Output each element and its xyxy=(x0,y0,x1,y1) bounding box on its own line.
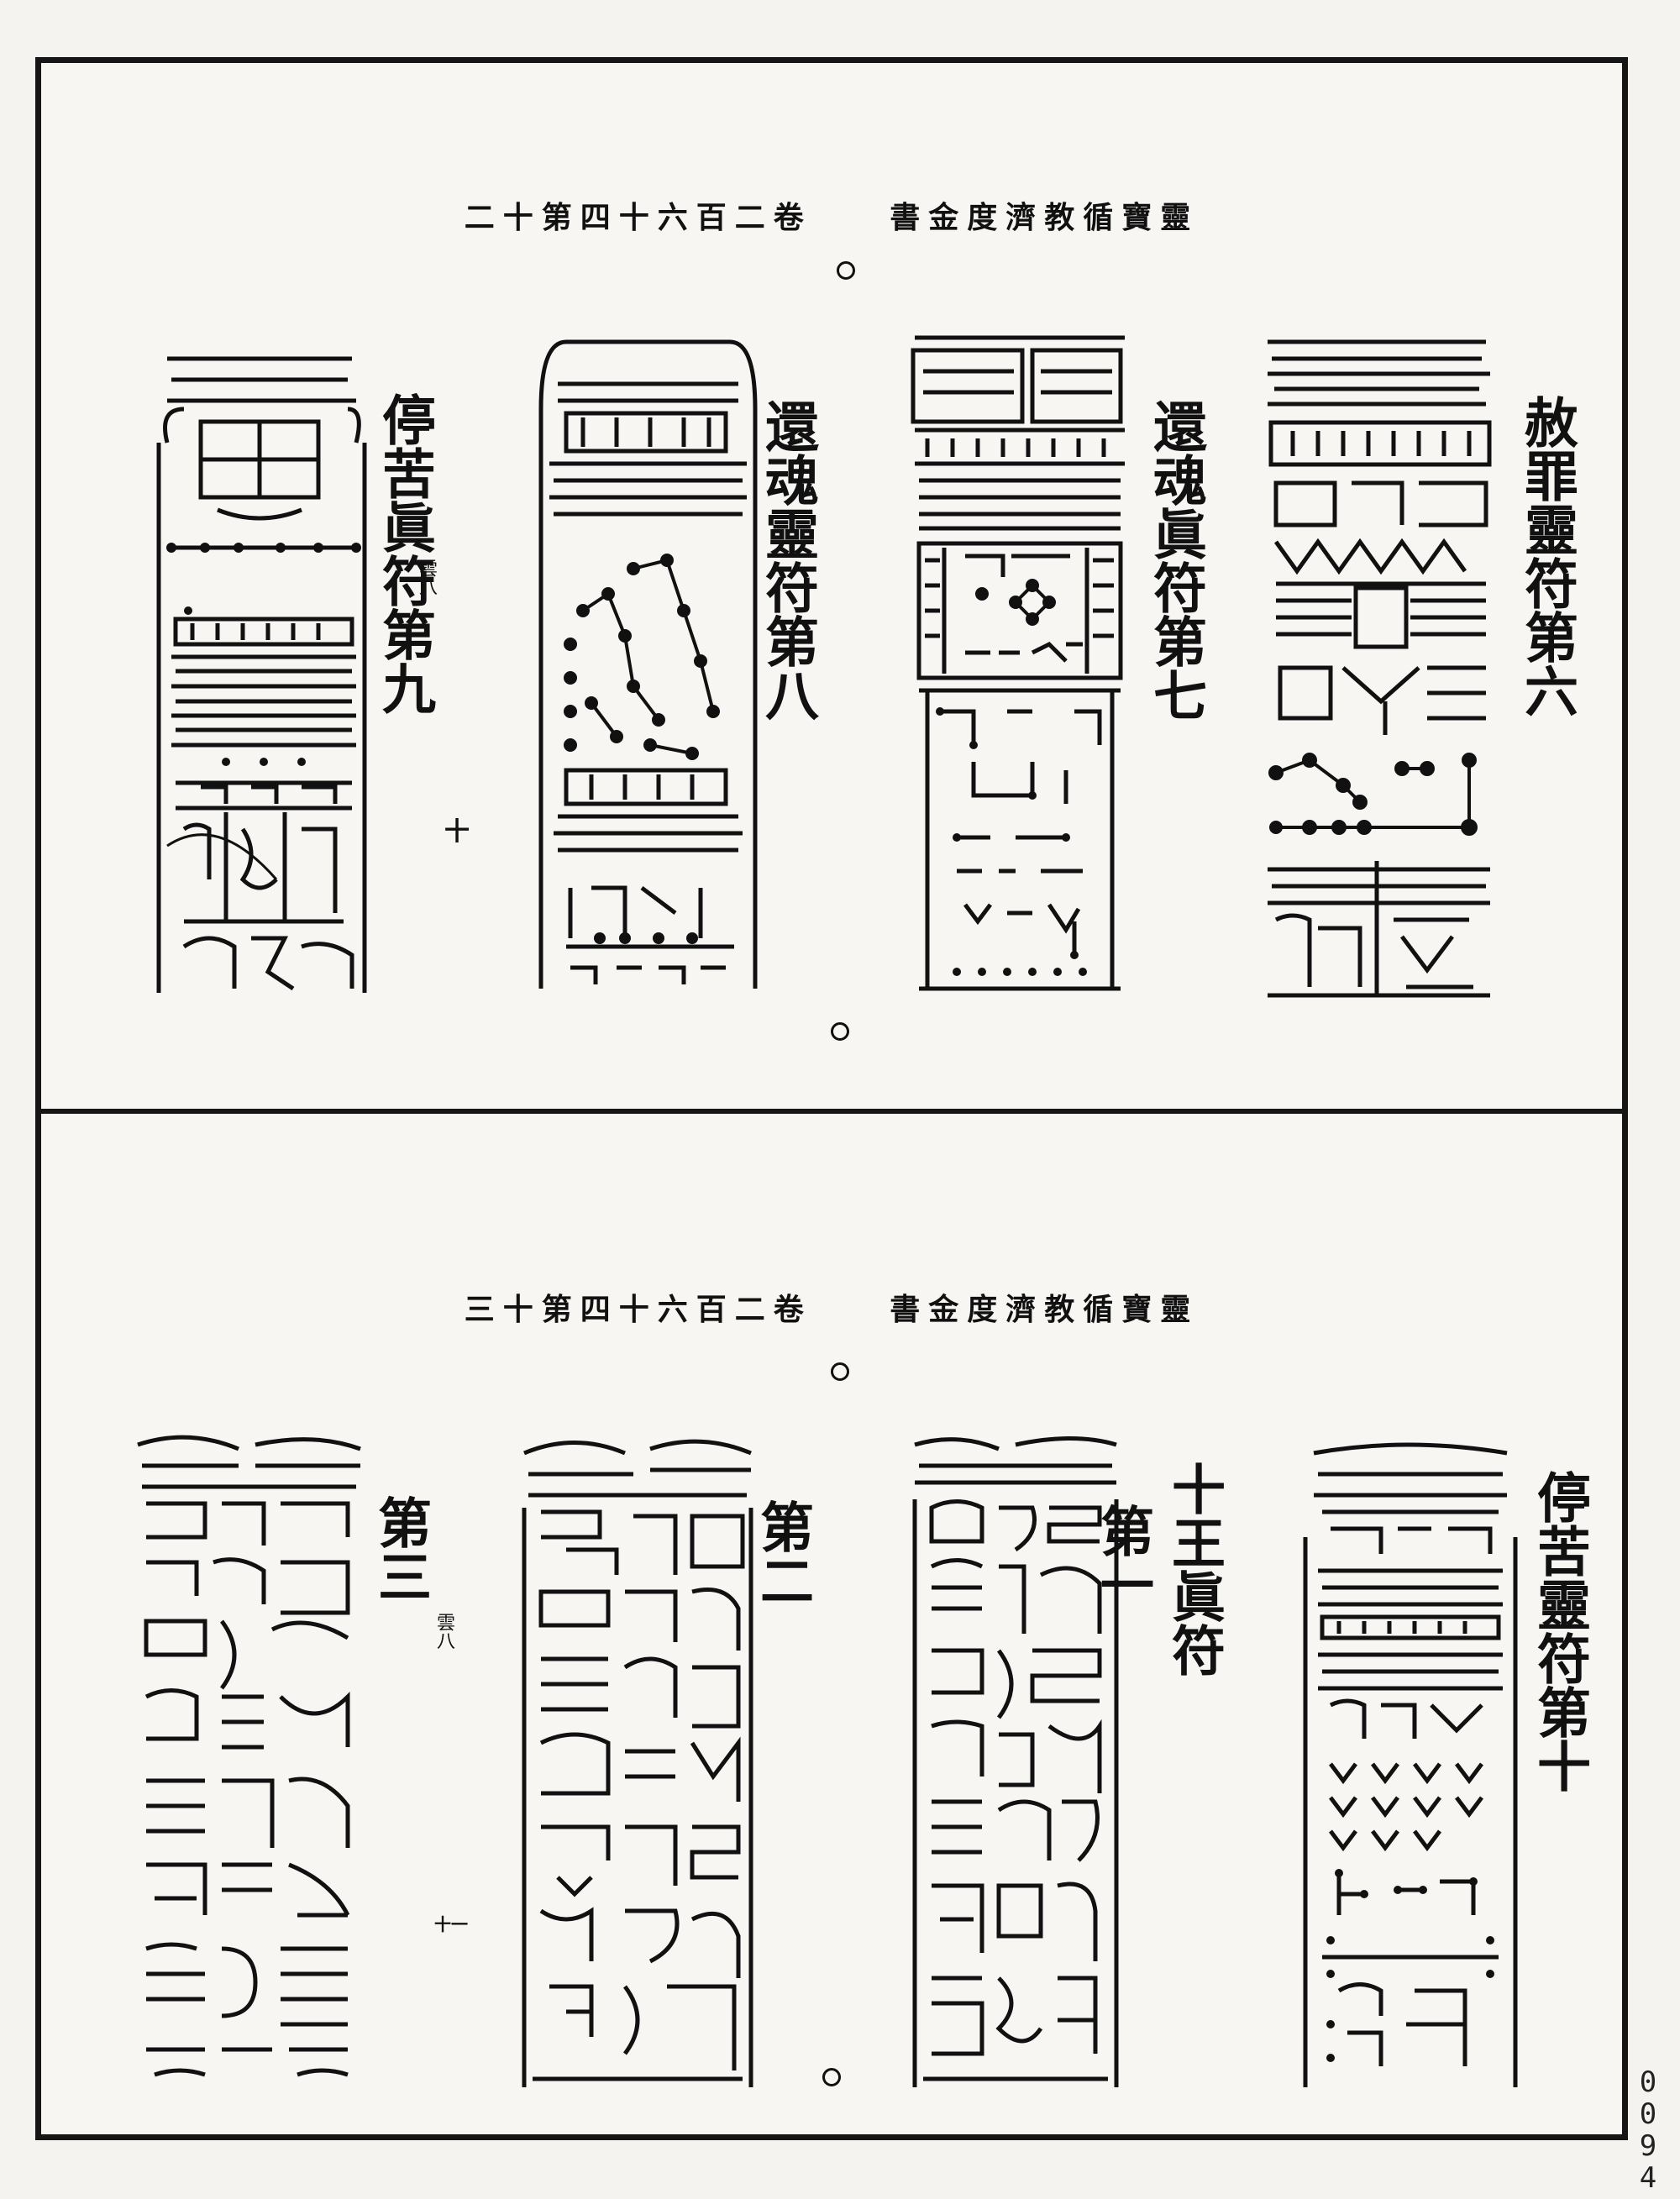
talisman-7-figure xyxy=(911,335,1125,991)
title-talisman-6: 赦罪靈符第六 xyxy=(1515,395,1578,717)
margin-digit: 0 xyxy=(1639,2065,1657,2099)
bottom-binding-hole-lower xyxy=(822,2068,841,2086)
top-page-header: 二十第四十六百二卷 書金度濟教循寶靈 xyxy=(41,193,1622,237)
title-talisman-10: 停苦靈符第十 xyxy=(1528,1470,1591,1792)
top-binding-hole-upper xyxy=(837,261,855,280)
page-divider xyxy=(41,1109,1622,1114)
top-page: 二十第四十六百二卷 書金度濟教循寶靈 赦罪靈符第六 還魂眞符第七 還魂靈符第八 … xyxy=(41,63,1622,1109)
ten-kings-talisman-3-figure xyxy=(137,1435,361,2077)
talisman-9-figure xyxy=(156,356,367,993)
top-binding-hole-lower xyxy=(831,1022,849,1041)
margin-digit: 9 xyxy=(1639,2129,1657,2163)
top-page-number-mark: 十 xyxy=(444,817,470,847)
margin-digit: 0 xyxy=(1639,2097,1657,2131)
margin-digit: 4 xyxy=(1639,2161,1657,2195)
title-second: 第二 xyxy=(751,1499,814,1607)
talisman-8-figure xyxy=(538,339,758,989)
top-small-note: 雲八 xyxy=(416,559,437,596)
title-ten-kings: 十王眞符 xyxy=(1163,1462,1226,1677)
talisman-6-figure xyxy=(1268,339,1492,998)
page-frame: 二十第四十六百二卷 書金度濟教循寶靈 赦罪靈符第六 還魂眞符第七 還魂靈符第八 … xyxy=(35,57,1628,2140)
bottom-header-book-title: 書金度濟教循寶靈 xyxy=(890,1292,1200,1327)
title-talisman-8: 還魂靈符第八 xyxy=(756,399,819,722)
bottom-page-number-mark: 十一 xyxy=(434,1914,468,1934)
bottom-header-volume: 三十第四十六百二卷 xyxy=(464,1292,812,1327)
bottom-page-header: 三十第四十六百二卷 書金度濟教循寶靈 xyxy=(41,1285,1622,1329)
talisman-10-figure xyxy=(1303,1442,1518,2087)
title-third: 第三 xyxy=(369,1495,432,1603)
margin-page-number: 0 0 9 4 xyxy=(1631,2066,1665,2194)
ten-kings-talisman-1-figure xyxy=(912,1436,1119,2087)
bottom-binding-hole-upper xyxy=(831,1362,849,1381)
ten-kings-talisman-2-figure xyxy=(522,1439,753,2087)
title-talisman-9: 停苦眞符第九 xyxy=(373,392,436,715)
bottom-page: 三十第四十六百二卷 書金度濟教循寶靈 停苦靈符第十 十王眞符 第一 第二 第三 … xyxy=(41,1109,1622,2134)
bottom-small-note: 雲八 xyxy=(433,1613,454,1650)
top-header-volume: 二十第四十六百二卷 xyxy=(464,200,812,235)
title-talisman-7: 還魂眞符第七 xyxy=(1144,399,1207,722)
top-header-book-title: 書金度濟教循寶靈 xyxy=(890,200,1200,235)
